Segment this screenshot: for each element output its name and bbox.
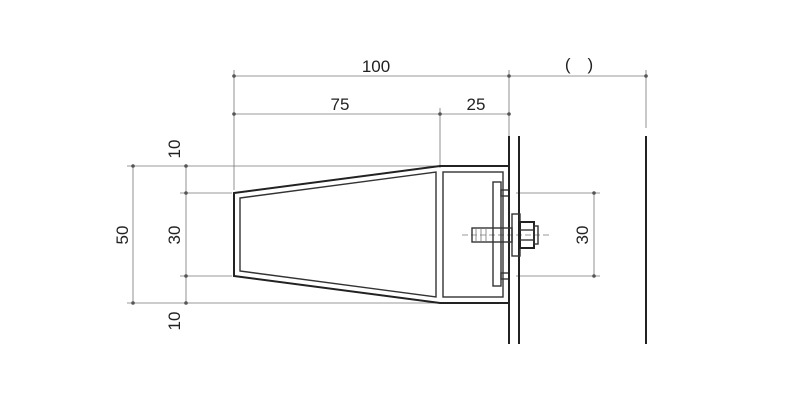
dimension-labels: 100 ( ) 75 25 50 10 30 10 30 <box>113 55 593 330</box>
dim-bottom-offset: 10 <box>165 312 184 331</box>
dim-unspecified: ( ) <box>565 55 593 74</box>
dim-inner-height: 30 <box>165 226 184 245</box>
dimension-lines <box>127 70 647 304</box>
profile-section <box>233 165 510 304</box>
dim-top-offset: 10 <box>165 140 184 159</box>
bolt <box>471 221 539 249</box>
dim-total-height: 50 <box>113 226 132 245</box>
dimension-dots <box>131 74 648 305</box>
dim-overall-width: 100 <box>362 57 390 76</box>
dim-taper-length: 75 <box>331 95 350 114</box>
dim-bolt-spacing: 30 <box>573 226 592 245</box>
dim-box-length: 25 <box>467 95 486 114</box>
